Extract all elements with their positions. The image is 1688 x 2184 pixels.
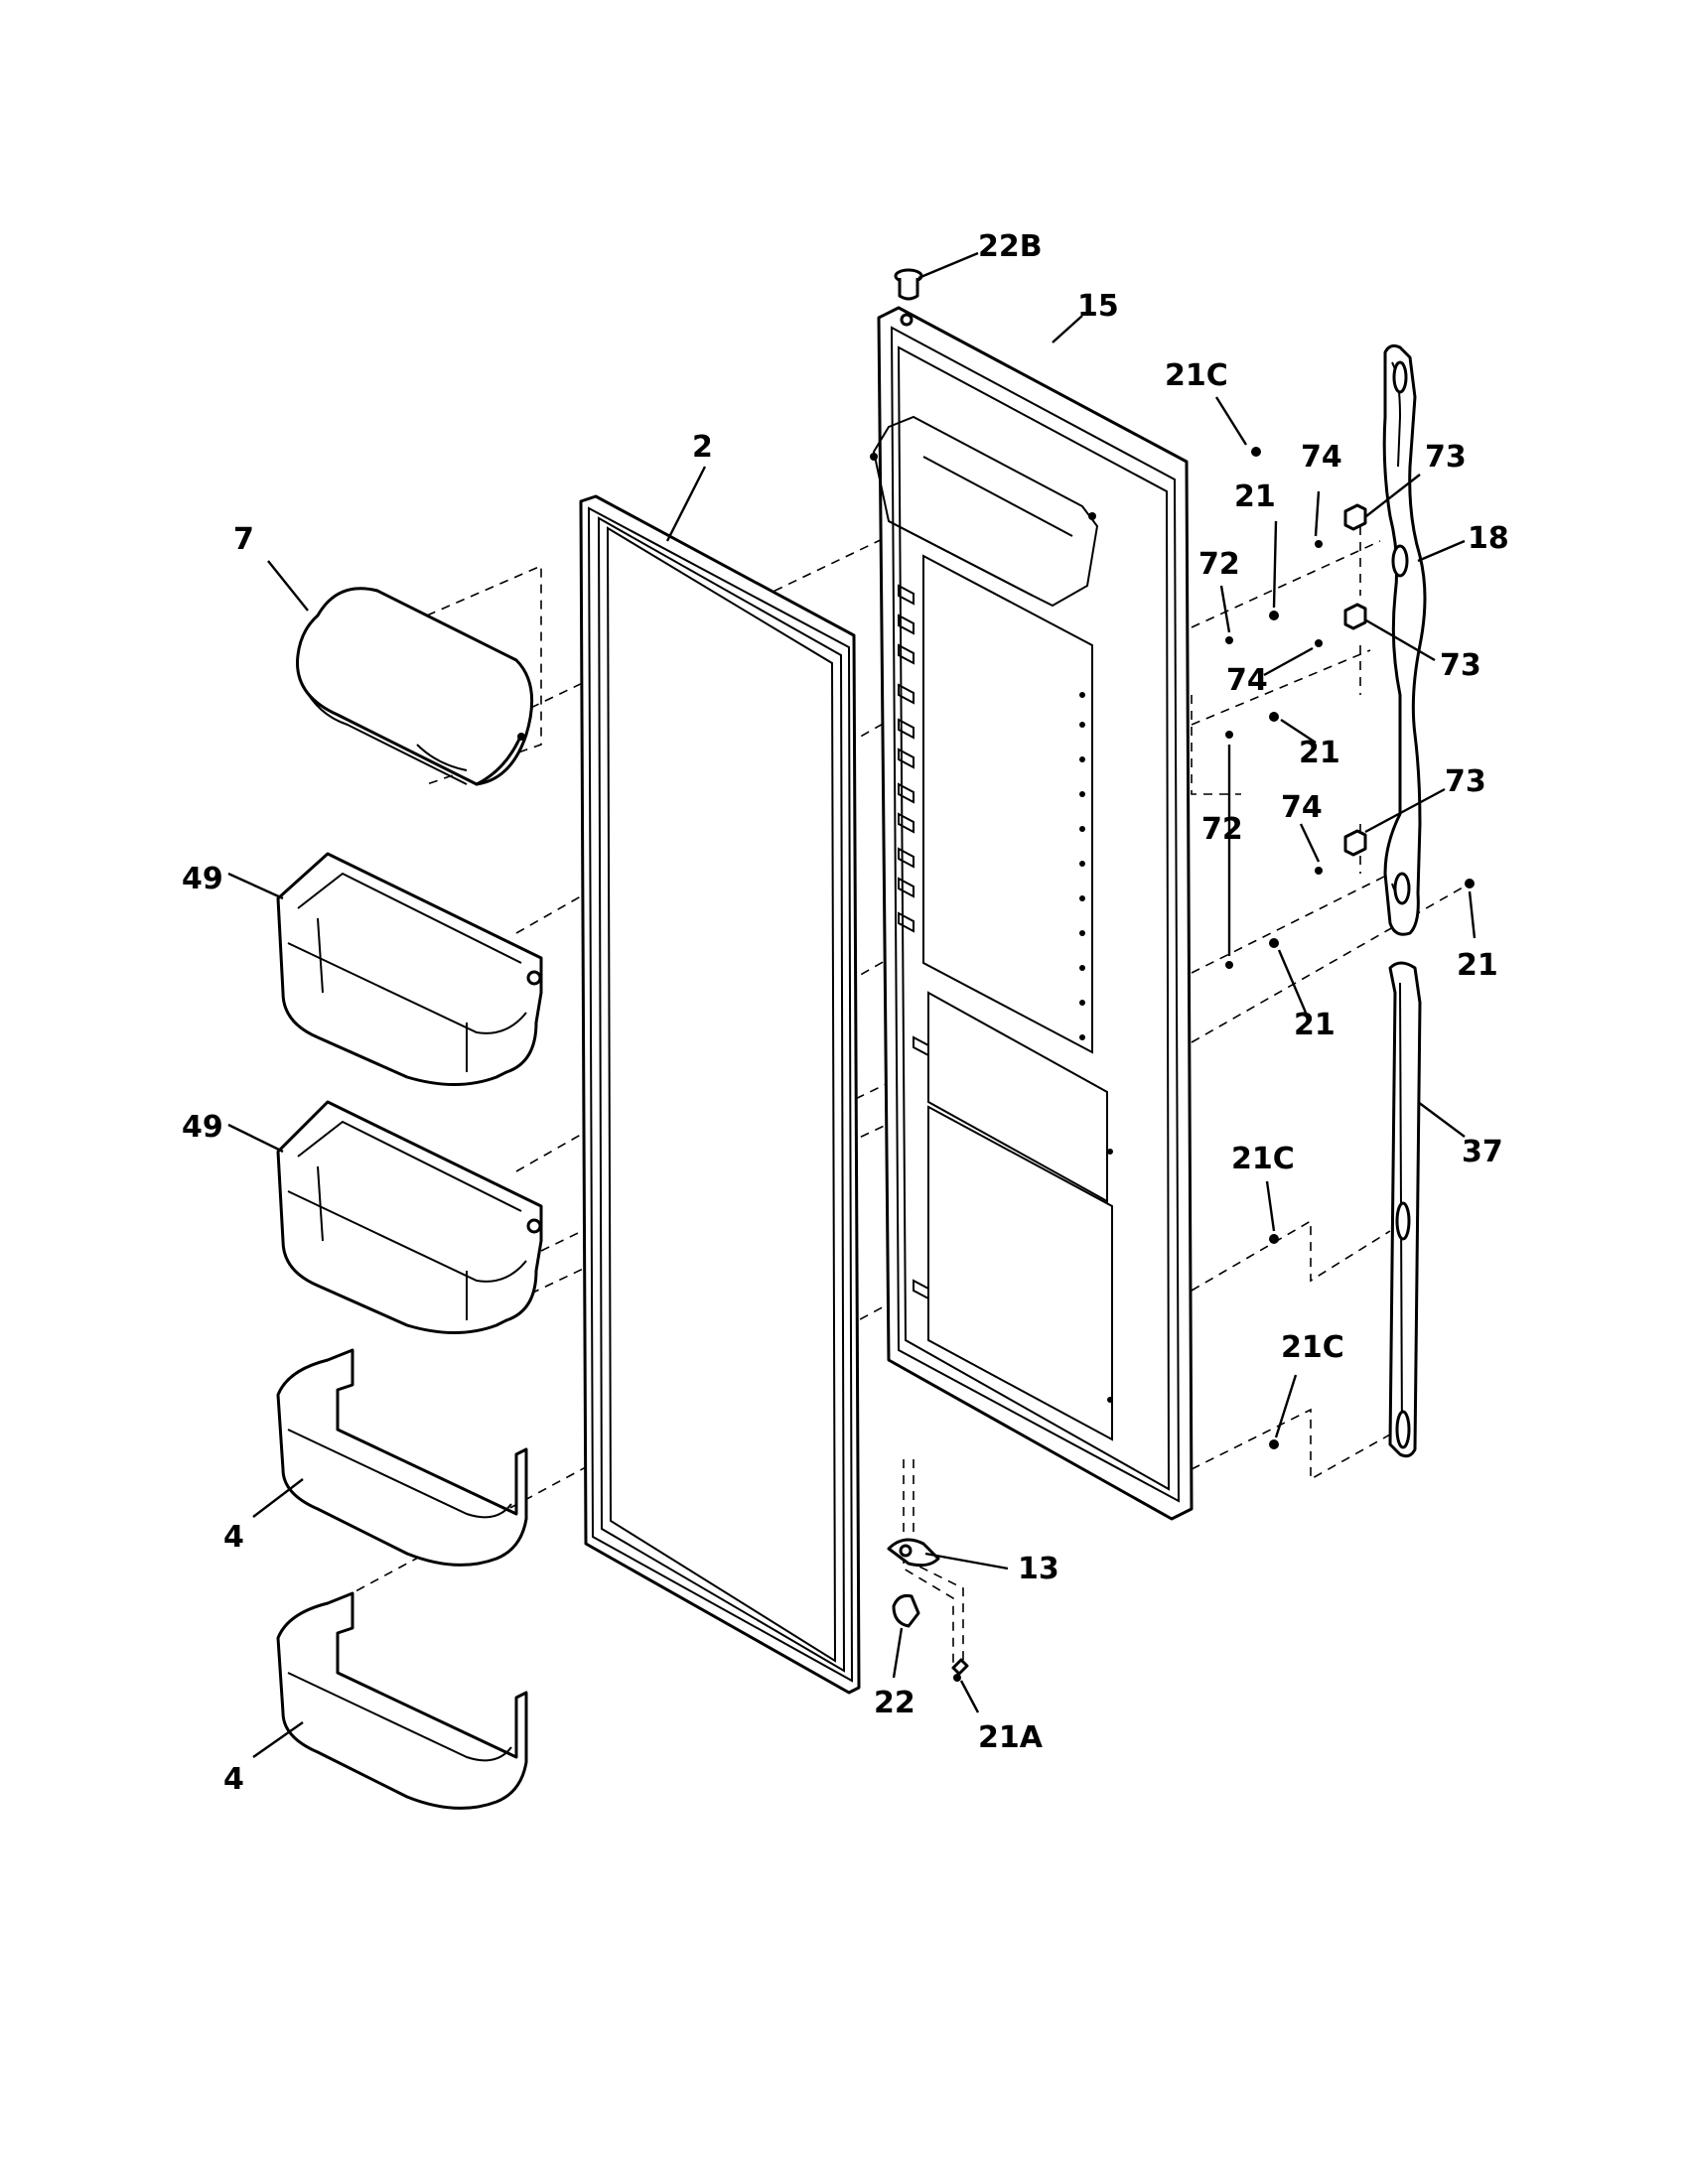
callout-73-middle: 73: [1440, 648, 1481, 683]
callout-72-upper: 72: [1198, 547, 1240, 582]
callout-4-lower: 4: [223, 1762, 244, 1797]
part-7-bin: [296, 587, 534, 786]
callout-labels: 22B 15 21C 2 74 73 7 21 18 72 74 73 21 7…: [182, 229, 1509, 1797]
callout-13: 13: [1018, 1552, 1059, 1586]
bin-supports: [898, 584, 929, 1300]
callout-7: 7: [233, 522, 254, 557]
callout-leaders: [227, 251, 1477, 1758]
callout-21-lower: 21: [1294, 1008, 1336, 1042]
callout-18: 18: [1468, 521, 1509, 556]
callout-74-lower: 74: [1281, 790, 1323, 825]
part-73-clips: [1343, 503, 1367, 857]
callout-21-upper: 21: [1234, 479, 1276, 514]
hardware-fasteners: [1225, 447, 1475, 1449]
callout-15: 15: [1077, 289, 1119, 324]
part-37-handle-trim: [1388, 961, 1422, 1458]
part-49-door-bin-lower: [276, 1100, 543, 1334]
callout-21c-lower: 21C: [1281, 1330, 1344, 1365]
callout-73-lower: 73: [1445, 764, 1486, 799]
callout-73-upper: 73: [1425, 440, 1467, 475]
callout-37: 37: [1462, 1135, 1503, 1169]
callout-4-upper: 4: [223, 1520, 244, 1555]
callout-22: 22: [874, 1686, 915, 1720]
liner-rivets: [870, 453, 1113, 1403]
part-15-door: [870, 306, 1194, 1521]
callout-49-upper: 49: [182, 862, 223, 896]
callout-21c-middle: 21C: [1231, 1142, 1295, 1176]
callout-2: 2: [692, 430, 713, 465]
callout-74-upper: 74: [1301, 440, 1342, 475]
part-13-hinge-plate: [887, 1538, 940, 1568]
callout-49-lower: 49: [182, 1110, 223, 1145]
callout-72-lower: 72: [1201, 812, 1243, 847]
callout-21a: 21A: [978, 1720, 1044, 1755]
part-4-door-shelf-lower: [276, 1591, 528, 1810]
part-21a-screw: [951, 1658, 969, 1682]
part-4-door-shelf-upper: [276, 1348, 528, 1567]
part-49-door-bin-upper: [276, 852, 543, 1086]
callout-21-middle: 21: [1299, 736, 1340, 770]
part-22b-bushing: [894, 268, 923, 301]
callout-21c-top: 21C: [1165, 358, 1228, 393]
callout-22b: 22B: [978, 229, 1043, 264]
callout-74-middle: 74: [1226, 663, 1268, 698]
part-22-bushing: [892, 1594, 920, 1628]
callout-21-right: 21: [1457, 948, 1498, 983]
part-2-gasket: [579, 494, 861, 1695]
part-18-handle: [1382, 343, 1427, 936]
